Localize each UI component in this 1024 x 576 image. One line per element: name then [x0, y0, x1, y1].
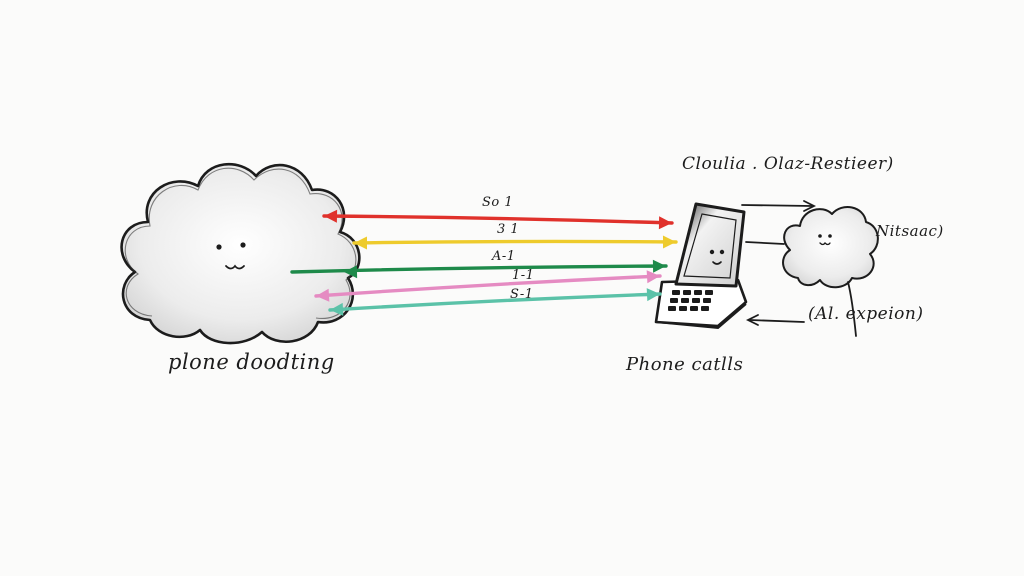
left-cloud: [120, 162, 361, 345]
right-cloud-label: Nitsaac): [876, 222, 944, 240]
phone-screen-inner: [683, 213, 737, 279]
left-cloud-label: plone doodting: [168, 350, 335, 374]
phone-key: [701, 306, 709, 311]
arrowhead: [662, 235, 676, 249]
connector-cloud-to-label: [847, 281, 857, 337]
right-cloud-shape: [782, 206, 879, 289]
arrow-label-pink: 1-1: [512, 268, 535, 283]
right-cloud-mouth: [819, 241, 831, 246]
phone-eye-right: [719, 249, 725, 255]
phone-label: Phone catlls: [626, 354, 744, 375]
phone-key: [703, 298, 711, 303]
arrowhead: [652, 259, 666, 273]
phone-key: [690, 306, 698, 311]
phone-base-underside: [655, 303, 747, 330]
arrowhead: [330, 302, 344, 316]
phone-mouth: [712, 261, 722, 265]
connectors: [741, 200, 857, 337]
arrow-yellow: [352, 239, 678, 245]
arrow-teal: [328, 292, 662, 312]
arrowhead: [316, 288, 330, 302]
arrowhead: [344, 265, 358, 279]
arrow-green: [290, 264, 668, 274]
connector-from-label-arrowhead: [745, 314, 759, 326]
bottom-right-label: (Al. expeion): [808, 304, 924, 324]
left-cloud-eye-left: [216, 244, 222, 250]
arrowhead: [324, 209, 338, 223]
arrowhead: [646, 288, 660, 302]
phone-eye-left: [709, 249, 715, 255]
arrow-label-green: A-1: [492, 249, 516, 264]
left-cloud-shape: [120, 162, 361, 345]
arrow-pink: [314, 274, 662, 298]
phone-key: [670, 298, 678, 303]
arrowhead: [658, 216, 672, 230]
right-cloud-eye-right: [828, 234, 832, 238]
arrowhead: [646, 270, 660, 284]
phone-key: [668, 306, 676, 311]
phone-key: [681, 298, 689, 303]
left-cloud-mouth: [225, 264, 245, 270]
phone-key: [692, 298, 700, 303]
phone-key: [694, 290, 702, 295]
arrow-red: [322, 214, 674, 225]
phone: [654, 202, 748, 330]
phone-key: [672, 290, 680, 295]
phone-keypad: [668, 290, 713, 311]
arrow-label-teal: S-1: [510, 287, 534, 302]
arrow-label-yellow: 3 1: [497, 222, 520, 237]
connector-top-arrowhead: [803, 200, 817, 212]
connector-from-label: [749, 319, 805, 323]
right-cloud-eye-left: [818, 234, 822, 238]
left-cloud-sketch-outline: [124, 167, 357, 319]
connector-phone-to-right-cloud: [745, 241, 785, 245]
phone-key: [705, 290, 713, 295]
phone-key: [683, 290, 691, 295]
phone-screen: [674, 202, 746, 288]
arrow-label-red: So 1: [482, 195, 514, 210]
right-cloud: [782, 206, 879, 289]
connector-phone-to-top: [741, 204, 813, 207]
left-cloud-eye-right: [240, 242, 246, 248]
arrow-layer: [290, 209, 678, 316]
phone-key: [679, 306, 687, 311]
arrowhead: [354, 236, 368, 250]
top-label: Cloulia . Olaz-Restieer): [682, 154, 894, 174]
